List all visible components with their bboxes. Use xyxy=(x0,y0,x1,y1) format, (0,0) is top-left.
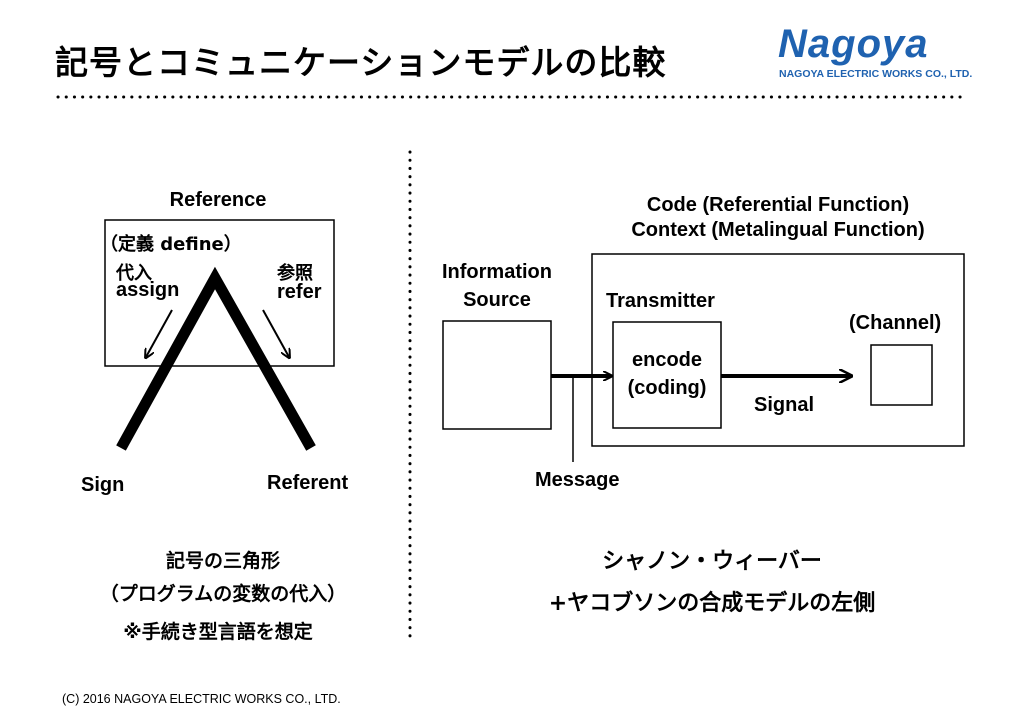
transmitter-box xyxy=(612,321,722,429)
reference-label: Reference xyxy=(169,189,267,211)
assign-arrow xyxy=(146,309,173,357)
transmitter-label: Transmitter xyxy=(606,290,715,312)
left-caption-line3: ※手続き型言語を想定 xyxy=(123,621,313,643)
encode-label: encode xyxy=(631,349,703,371)
assign-label-en: assign xyxy=(116,279,180,301)
semiotic-triangle xyxy=(116,266,316,451)
sign-label: Sign xyxy=(81,474,125,496)
context-box xyxy=(591,253,965,447)
reference-box xyxy=(104,219,335,367)
left-caption-line1: 記号の三角形 xyxy=(165,550,281,572)
referent-label: Referent xyxy=(267,472,349,494)
signal-label: Signal xyxy=(754,394,815,416)
coding-label: (coding) xyxy=(627,377,707,399)
page-title: 記号とコミュニケーションモデルの比較 xyxy=(55,43,667,82)
channel-label: (Channel) xyxy=(849,312,942,334)
refer-label-en: refer xyxy=(277,281,322,303)
information-source-label-line2: Source xyxy=(463,289,531,311)
channel-box xyxy=(870,344,933,406)
define-label: （定義 define） xyxy=(100,234,242,255)
left-caption-line2: （プログラムの変数の代入） xyxy=(99,583,347,605)
code-label: Code (Referential Function) xyxy=(646,194,910,216)
right-caption-line2: +ヤコブソンの合成モデルの左側 xyxy=(548,591,876,616)
right-caption-line1: シャノン・ウィーバー xyxy=(602,549,822,574)
company-name: NAGOYA ELECTRIC WORKS CO., LTD. xyxy=(779,68,973,80)
assign-label-jp: 代入 xyxy=(116,263,152,284)
message-label: Message xyxy=(535,469,620,491)
company-logo: Nagoya xyxy=(778,22,929,66)
information-source-box xyxy=(442,320,552,430)
refer-arrow xyxy=(262,309,289,357)
refer-label-jp: 参照 xyxy=(277,263,313,284)
copyright-footer: (C) 2016 NAGOYA ELECTRIC WORKS CO., LTD. xyxy=(62,692,341,706)
information-source-label-line1: Information xyxy=(442,261,552,283)
context-label: Context (Metalingual Function) xyxy=(631,219,925,241)
